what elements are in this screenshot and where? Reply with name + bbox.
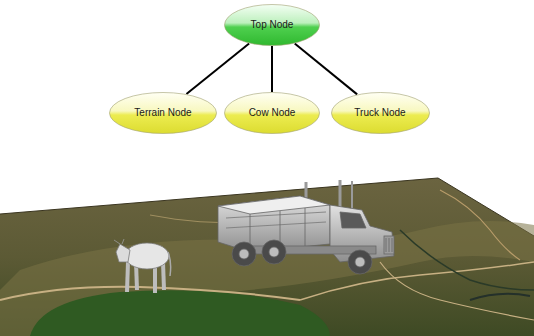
tree-edge [295, 44, 357, 95]
node-label: Cow Node [249, 107, 296, 119]
tree-edge [271, 46, 273, 92]
node-label: Terrain Node [134, 107, 191, 119]
cow-figure [114, 239, 171, 293]
terrain [0, 178, 534, 336]
node-label: Truck Node [354, 107, 405, 119]
node-ellipse-outline [110, 93, 217, 134]
scene-node: Truck Node [331, 92, 430, 134]
scene-node: Cow Node [224, 92, 320, 134]
truck-figure [218, 180, 394, 274]
node-ellipse-outline [331, 93, 429, 134]
scene-node: Terrain Node [109, 92, 217, 134]
node-ellipse-outline [225, 93, 320, 134]
node-ellipse-outline [225, 5, 320, 46]
node-label: Top Node [251, 19, 294, 31]
scene-node: Top Node [224, 4, 320, 46]
tree-edge [186, 43, 249, 94]
